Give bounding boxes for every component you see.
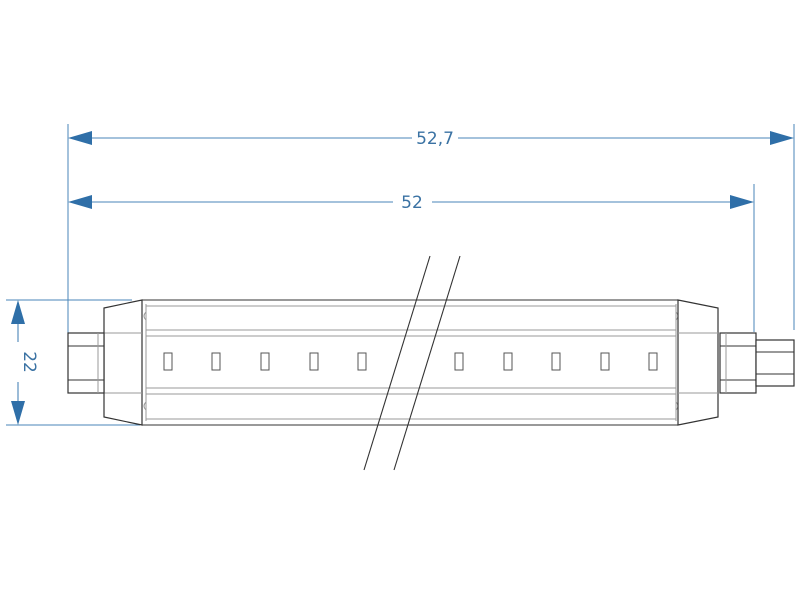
left-pin-connector — [67, 332, 105, 394]
arrow-right-icon — [770, 131, 794, 145]
arrow-left-icon — [68, 195, 92, 209]
led-row — [163, 352, 658, 371]
arrow-down-icon — [11, 401, 25, 425]
right-end-cap — [677, 299, 795, 426]
arrow-up-icon — [11, 300, 25, 324]
led-slot — [211, 352, 221, 371]
body-length-label: 52 — [401, 193, 423, 213]
led-slot — [648, 352, 658, 371]
dimension-overall-length: 52,7 — [67, 124, 795, 338]
led-slot — [163, 352, 173, 371]
diameter-label: 22 — [19, 351, 39, 373]
dimension-body-length: 52 — [68, 184, 755, 332]
right-pin-tip — [755, 339, 795, 387]
left-end-cap — [67, 299, 143, 426]
led-slot — [551, 352, 561, 371]
right-pin-connector — [719, 332, 757, 394]
led-slot — [600, 352, 610, 371]
overall-length-label: 52,7 — [416, 129, 454, 149]
led-slot — [357, 352, 367, 371]
led-slot — [454, 352, 464, 371]
arrow-right-icon — [730, 195, 754, 209]
break-lines — [363, 255, 461, 471]
led-slot — [260, 352, 270, 371]
led-slot — [309, 352, 319, 371]
arrow-left-icon — [68, 131, 92, 145]
lamp-body — [142, 299, 679, 426]
dimension-diameter: 22 — [6, 299, 140, 426]
led-slot — [503, 352, 513, 371]
